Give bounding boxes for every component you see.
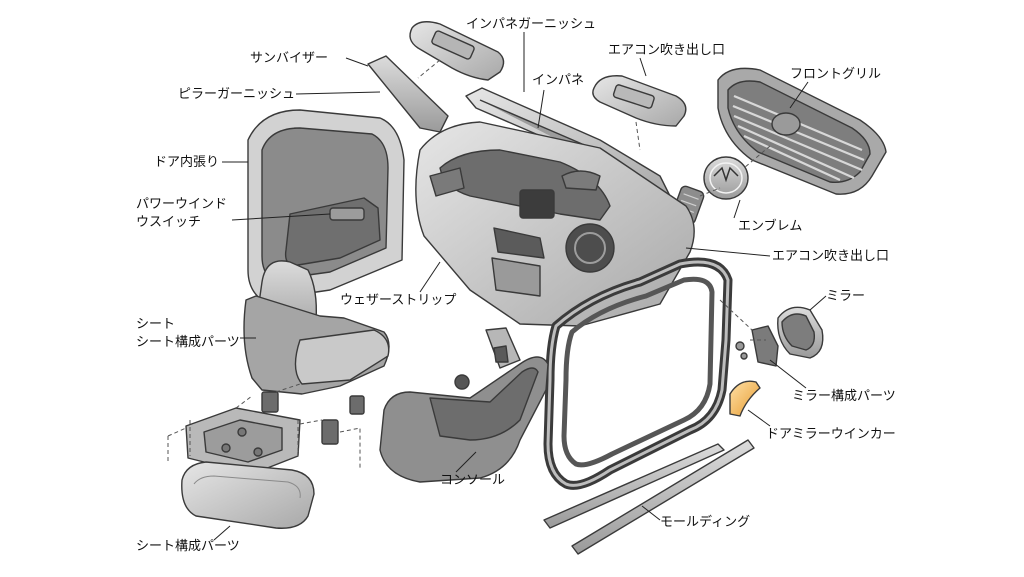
seat-cushion-part bbox=[181, 461, 315, 529]
door-mirror-winker-part bbox=[729, 380, 761, 417]
seat-frame-part bbox=[185, 407, 301, 475]
label-ac-vent-top: エアコン吹き出し口 bbox=[608, 43, 725, 58]
label-front-grille: フロントグリル bbox=[790, 67, 881, 82]
label-inpane: インパネ bbox=[532, 73, 584, 88]
label-mirror: ミラー bbox=[826, 289, 865, 304]
label-door-trim: ドア内張り bbox=[154, 154, 219, 170]
label-mirror-parts: ミラー構成パーツ bbox=[792, 389, 896, 404]
exploded-guides bbox=[167, 59, 771, 470]
label-weatherstrip: ウェザーストリップ bbox=[340, 293, 456, 308]
weatherstrip-part bbox=[543, 257, 733, 490]
label-inpane-garnish: インパネガーニッシュ bbox=[466, 17, 596, 32]
label-door-mirror-winker: ドアミラーウインカー bbox=[766, 427, 896, 442]
label-seat-2: シート構成パーツ bbox=[136, 335, 240, 350]
front-grille-part bbox=[717, 67, 887, 195]
leader-lines bbox=[213, 32, 827, 541]
label-power-window-2: ウスイッチ bbox=[136, 215, 201, 230]
mirror-part bbox=[777, 306, 824, 359]
molding-part bbox=[543, 439, 755, 555]
ac-vent-top-part bbox=[592, 75, 687, 127]
sun-visor-part bbox=[409, 21, 505, 81]
emblem-part bbox=[703, 156, 749, 200]
labels: サンバイザー ピラーガーニッシュ インパネガーニッシュ インパネ エアコン吹き出… bbox=[136, 17, 896, 554]
pillar-garnish-part bbox=[367, 55, 449, 133]
inpane-part bbox=[415, 121, 695, 327]
label-power-window-1: パワーウインド bbox=[136, 197, 227, 212]
seat-part bbox=[243, 260, 390, 445]
console-part bbox=[379, 327, 549, 483]
label-seat-1: シート bbox=[136, 317, 175, 332]
label-emblem: エンブレム bbox=[738, 218, 802, 234]
label-pillar-garnish: ピラーガーニッシュ bbox=[178, 87, 295, 102]
label-ac-vent-right: エアコン吹き出し口 bbox=[772, 249, 889, 264]
label-molding: モールディング bbox=[660, 514, 750, 530]
label-sun-visor: サンバイザー bbox=[250, 51, 328, 66]
label-console: コンソール bbox=[440, 473, 505, 488]
mirror-parts-part bbox=[735, 325, 779, 367]
label-seat-parts-bottom: シート構成パーツ bbox=[136, 539, 240, 554]
